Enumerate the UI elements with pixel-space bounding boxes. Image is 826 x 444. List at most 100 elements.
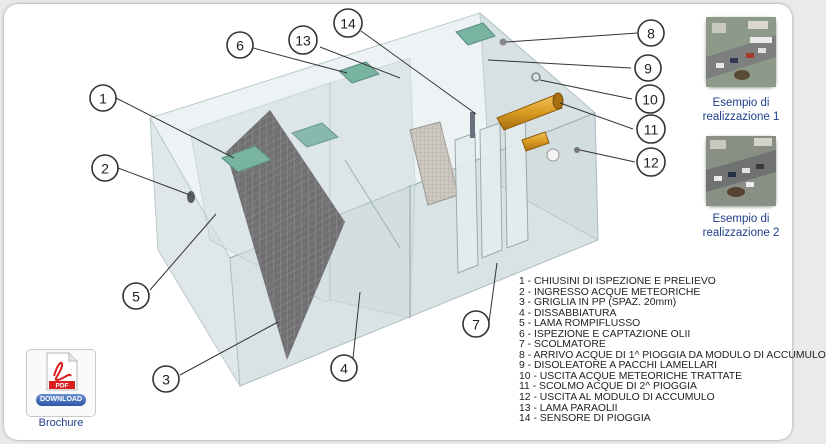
leader-line [559,102,634,130]
callout-number: 6 [236,38,244,54]
legend-item: 8 - ARRIVO ACQUE DI 1^ PIOGGIA DA MODULO… [519,349,826,361]
baffle [454,132,479,274]
stage: 1 2 3 4 5 6 7 8 9 10 11 12 13 14 [4,4,826,440]
aerial-photo-image [706,136,776,206]
callout-number: 10 [642,92,658,108]
legend-item: 14 - SENSORE DI PIOGGIA [519,413,651,425]
inner-divider [344,159,401,249]
download-label: DOWNLOAD [36,394,86,406]
pipes [187,38,580,203]
legend-item: 2 - INGRESSO ACQUE METEORICHE [519,286,701,298]
callout-number: 8 [647,26,655,42]
baffle [504,109,529,249]
brochure-download-button[interactable]: PDF DOWNLOAD [26,349,96,417]
separator-tank-diagram: 1 2 3 4 5 6 7 8 9 10 11 12 13 14 [89,8,666,393]
callout-number: 11 [644,122,659,138]
legend-item: 6 - ISPEZIONE E CAPTAZIONE OLII [519,328,691,340]
callout-8: 8 [637,19,665,47]
download-text: DOWNLOAD [40,396,82,403]
example-caption-2[interactable]: Esempio di realizzazione 2 [696,212,786,240]
lamellar-pack [409,121,459,206]
leader-line [360,30,477,115]
callout-12: 12 [636,147,666,177]
accumulator-outlet [574,147,580,153]
leader-line [252,47,348,74]
callout-number: 7 [472,317,480,333]
pdf-label: PDF [56,383,69,390]
leader-line [579,149,636,163]
leader-line [488,262,498,323]
callout-10: 10 [635,84,665,114]
callout-3: 3 [152,365,180,393]
leader-line [487,59,632,69]
callout-9: 9 [634,54,662,82]
leader-line [539,79,633,100]
callout-number: 13 [295,33,311,49]
legend-item: 1 - CHIUSINI DI ISPEZIONE E PRELIEVO [519,276,716,287]
grid-panel [226,110,345,360]
sensor-ball [546,148,560,162]
callout-13: 13 [288,25,318,55]
callout-11: 11 [636,114,666,144]
lamellar-pack-front [410,122,458,205]
callout-number: 14 [340,16,356,32]
legend: 1 - CHIUSINI DI ISPEZIONE E PRELIEVO 2 -… [519,276,826,425]
inspection-lid [338,61,380,84]
aerial-photo-image [706,17,776,87]
leader-line [117,167,191,196]
callout-number: 9 [644,61,652,77]
outlet-pipe [496,94,563,131]
callout-number: 1 [99,91,107,107]
example-caption-line: Esempio di [712,213,770,225]
inlet-port [531,72,541,82]
inspection-lid [291,122,339,148]
legend-item: 5 - LAMA ROMPIFLUSSO [519,318,641,330]
callout-number: 4 [340,361,348,377]
legend-item: 10 - USCITA ACQUE METEORICHE TRATTATE [519,370,743,382]
example-caption-line: realizzazione 1 [702,111,780,123]
legend-item: 3 - GRIGLIA IN PP (SPAZ. 20mm) [519,297,677,309]
leader-line [319,46,401,79]
callout-2: 2 [91,154,119,182]
inspection-lid [455,22,496,46]
callout-6: 6 [226,31,254,59]
callout-7: 7 [462,310,490,338]
inspection-lids [221,22,496,173]
example-caption-line: realizzazione 2 [702,227,780,239]
rain-sensor [470,112,475,138]
pdf-icon: PDF [46,352,78,391]
leader-line [115,97,235,159]
leader-line [351,291,361,369]
brochure-label[interactable]: Brochure [38,417,84,429]
leader-line [149,213,217,291]
inlet-port [499,38,507,46]
example-caption-line: Esempio di [712,97,770,109]
callout-number: 12 [643,155,659,171]
callout-14: 14 [333,8,363,38]
overflow-pipe [521,131,550,152]
callout-1: 1 [89,84,117,112]
callout-5: 5 [122,282,150,310]
inner-wall-2 [329,57,416,319]
legend-item: 4 - DISSABBIATURA [519,307,617,319]
callout-number: 5 [132,289,140,305]
callout-number: 2 [101,161,109,177]
legend-item: 12 - USCITA AL MODULO DI ACCUMULO [519,392,715,404]
legend-item: 11 - SCOLMO ACQUE DI 2^ PIOGGIA [519,381,697,393]
leader-line [505,32,638,43]
leader-line [179,321,279,376]
example-thumbnail-2[interactable] [706,136,776,206]
inlet-pipe-end [187,191,195,203]
callout-4: 4 [330,354,358,382]
example-caption-1[interactable]: Esempio di realizzazione 1 [696,96,786,124]
leader-lines [115,30,638,376]
outlet-pipe-end [552,92,564,110]
example-thumbnail-1[interactable] [706,17,776,87]
callout-number: 3 [162,372,170,388]
legend-item: 9 - DISOLEATORE A PACCHI LAMELLARI [519,360,718,372]
callouts: 1 2 3 4 5 6 7 8 9 10 11 12 13 14 [89,8,666,393]
baffle [479,122,503,259]
legend-item: 7 - SCOLMATORE [519,339,606,351]
legend-item: 13 - LAMA PARAOLII [519,402,618,414]
inspection-lid [221,145,272,173]
